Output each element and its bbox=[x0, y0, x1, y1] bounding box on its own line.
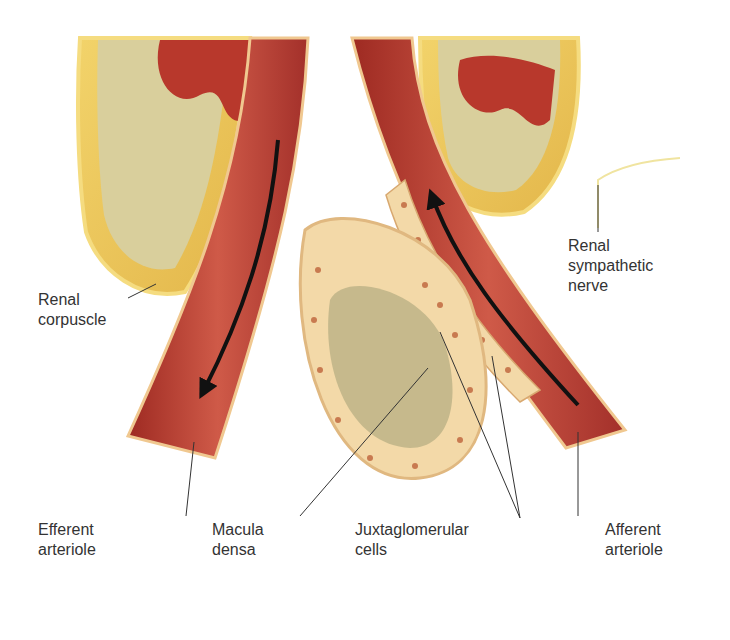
flow-arrow bbox=[203, 140, 278, 392]
sympathetic-nerve bbox=[598, 158, 680, 228]
distal-tubule bbox=[300, 218, 486, 478]
part-label: Macula densa bbox=[212, 520, 282, 560]
efferent-vessel bbox=[128, 38, 308, 458]
part-label: Afferent arteriole bbox=[605, 520, 685, 560]
leader-line bbox=[598, 185, 599, 232]
part-label: Renal corpuscle bbox=[38, 290, 128, 330]
flow-arrow bbox=[432, 196, 578, 405]
tubule-lumen bbox=[328, 286, 452, 448]
glomerular-capillary bbox=[458, 56, 555, 126]
capsular-space bbox=[438, 40, 560, 192]
part-label: Efferent arteriole bbox=[38, 520, 118, 560]
part-label: Juxtaglomerular cells bbox=[355, 520, 485, 560]
cell-nuclei bbox=[311, 267, 473, 469]
leader-line bbox=[128, 284, 578, 518]
part-label: Renal sympathetic nerve bbox=[568, 236, 693, 296]
